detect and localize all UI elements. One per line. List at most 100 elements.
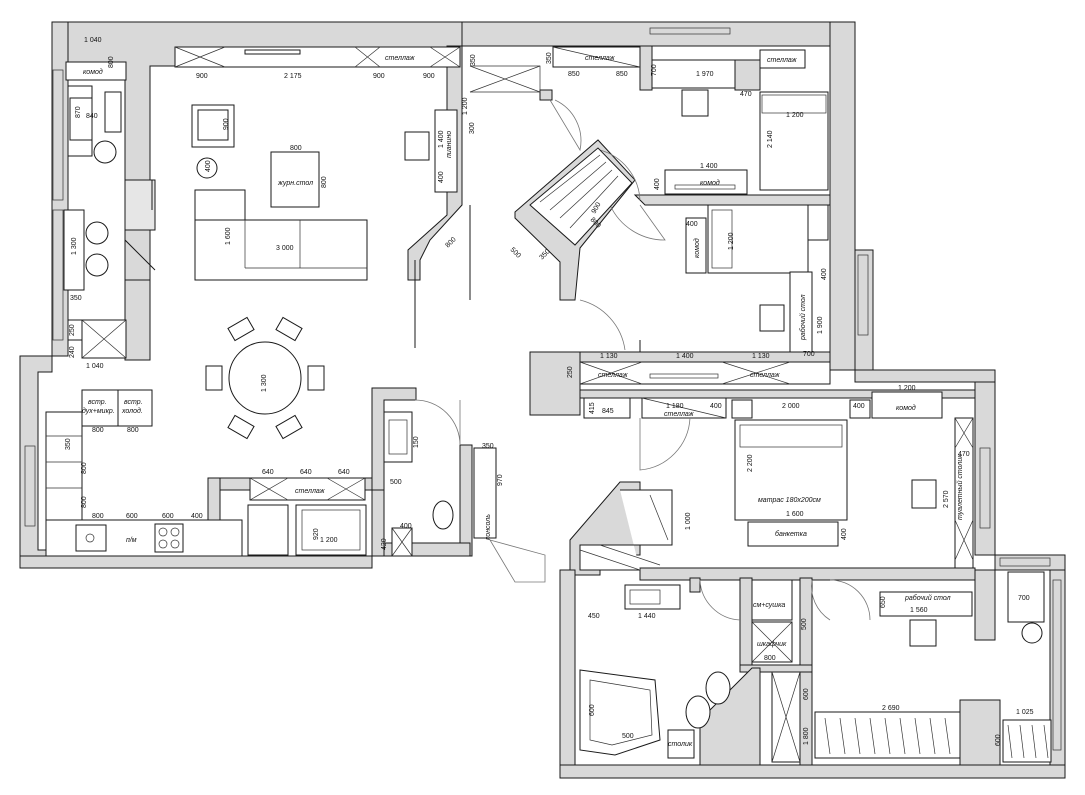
desk bbox=[651, 59, 736, 89]
furniture-label: п/м bbox=[126, 537, 137, 544]
dimension-label: 3 000 bbox=[276, 245, 294, 252]
bathroom-main: 450 1 440 600 500 столик см+сушка шкафчи… bbox=[579, 579, 810, 763]
partition-lines bbox=[151, 180, 641, 352]
dimension-label: 250 bbox=[69, 324, 76, 336]
dimension-label: 1 200 bbox=[728, 232, 735, 250]
dimension-label: 640 bbox=[338, 469, 350, 476]
dimension-label: 470 bbox=[740, 91, 752, 98]
dimension-label: 400 bbox=[205, 160, 212, 172]
dimension-label: 1 040 bbox=[84, 37, 102, 44]
dimension-label: 350 bbox=[70, 295, 82, 302]
dimension-label: 1 800 bbox=[803, 727, 810, 745]
round-table bbox=[93, 140, 117, 164]
dimension-label: 900 bbox=[196, 73, 208, 80]
dimension-label: 420 bbox=[381, 538, 388, 550]
double-bed bbox=[734, 419, 848, 521]
dimension-label: 500 bbox=[509, 246, 522, 259]
dimension-label: 1 400 bbox=[438, 130, 445, 148]
kitchen: встр. дух+микр. встр. холод. 800 800 350… bbox=[45, 389, 367, 557]
cooktop bbox=[154, 523, 184, 553]
furniture-label: стеллаж bbox=[598, 372, 629, 379]
dimension-label: 600 bbox=[162, 513, 174, 520]
furniture-label: рабочий стол bbox=[904, 594, 951, 602]
dimension-label: 900 bbox=[223, 118, 230, 130]
dimension-label: 400 bbox=[841, 528, 848, 540]
dimension-label: 1 900 bbox=[817, 316, 824, 334]
dimension-label: 1 200 bbox=[462, 97, 469, 115]
furniture-label: встр. bbox=[124, 399, 143, 406]
furniture-label: банкетка bbox=[775, 530, 807, 538]
dimension-label: 800 bbox=[444, 236, 457, 249]
dimension-label: 900 bbox=[423, 73, 435, 80]
dimension-label: 870 bbox=[75, 106, 82, 118]
dimension-label: 800 bbox=[290, 145, 302, 152]
wardrobe-room: 2 690 рабочий стол 1 560 650 700 1 025 6… bbox=[814, 571, 1052, 763]
dimension-label: 150 bbox=[413, 436, 420, 448]
dimension-label: 350 bbox=[546, 52, 553, 64]
dimension-label: 640 bbox=[300, 469, 312, 476]
furniture-label: см+сушка bbox=[753, 602, 785, 609]
dimension-label: 920 bbox=[313, 528, 320, 540]
dimension-label: 850 bbox=[616, 71, 628, 78]
dimension-label: 350 bbox=[482, 443, 494, 450]
furniture-label: комод bbox=[700, 179, 720, 187]
dimension-label: 1 130 bbox=[752, 353, 770, 360]
dimension-label: 2 570 bbox=[943, 490, 950, 508]
console bbox=[473, 447, 497, 539]
dimension-label: 850 bbox=[568, 71, 580, 78]
corner-bathtub bbox=[579, 669, 661, 756]
washer-dryer bbox=[751, 579, 793, 621]
dimension-label: 400 bbox=[853, 403, 865, 410]
dimension-label: 1 440 bbox=[638, 613, 656, 620]
dimension-label: 845 bbox=[602, 408, 614, 415]
furniture-label: столик bbox=[668, 741, 693, 748]
dimension-label: 500 bbox=[622, 733, 634, 740]
child-bed bbox=[707, 204, 809, 274]
furniture-label: журн.стол bbox=[277, 180, 313, 187]
dimension-label: 400 bbox=[686, 221, 698, 228]
windows bbox=[24, 27, 1062, 751]
dimension-label: 240 bbox=[69, 346, 76, 358]
furniture-label: туалетный столик bbox=[956, 454, 964, 520]
dimension-label: 600 bbox=[803, 688, 810, 700]
furniture-label: комод bbox=[896, 404, 916, 412]
dimension-label: 400 bbox=[654, 178, 661, 190]
sink bbox=[75, 524, 107, 552]
dimension-label: 450 bbox=[588, 613, 600, 620]
furniture-label: комод bbox=[693, 238, 701, 258]
furniture-label: встр. bbox=[88, 399, 107, 406]
dimension-label: 250 bbox=[567, 366, 574, 378]
dimension-label: 1 300 bbox=[261, 374, 268, 392]
furniture-label: стеллаж bbox=[767, 57, 798, 64]
dimension-label: 350 bbox=[65, 438, 72, 450]
dimension-label: 800 bbox=[81, 462, 88, 474]
kitchen-counter bbox=[45, 519, 243, 557]
office-chair bbox=[681, 89, 709, 117]
furniture-label: стеллаж bbox=[750, 372, 781, 379]
hall: 800 500 350 800 bbox=[444, 65, 666, 351]
dimension-label: 350 bbox=[470, 54, 477, 66]
furniture-label: дух+микр. bbox=[82, 407, 115, 415]
furniture-label: матрас 180х200см bbox=[758, 497, 821, 504]
dimension-label: 800 bbox=[127, 427, 139, 434]
toilet bbox=[432, 500, 454, 530]
dimension-label: 800 bbox=[92, 427, 104, 434]
dimension-label: 800 bbox=[92, 513, 104, 520]
furniture-label: шкафчик bbox=[757, 641, 787, 648]
dimension-label: 900 bbox=[373, 73, 385, 80]
dimension-label: 640 bbox=[262, 469, 274, 476]
dimension-label: 800 bbox=[321, 176, 328, 188]
dimension-label: 970 bbox=[497, 474, 504, 486]
work-desk bbox=[789, 271, 813, 353]
dimension-label: 1 560 bbox=[910, 607, 928, 614]
toilet-main bbox=[705, 671, 731, 705]
dimension-label: 400 bbox=[438, 171, 445, 183]
dimension-label: 2 200 bbox=[747, 454, 754, 472]
bedroom-master: 415 845 стеллаж 1 180 400 2 000 400 комо… bbox=[579, 385, 974, 621]
dimension-label: 800 bbox=[81, 496, 88, 508]
dimension-label: 600 bbox=[126, 513, 138, 520]
dimension-label: 1 600 bbox=[225, 227, 232, 245]
wc-small: 150 500 400 420 консоль 350 970 bbox=[381, 399, 546, 583]
dimension-label: 1 200 bbox=[898, 385, 916, 392]
